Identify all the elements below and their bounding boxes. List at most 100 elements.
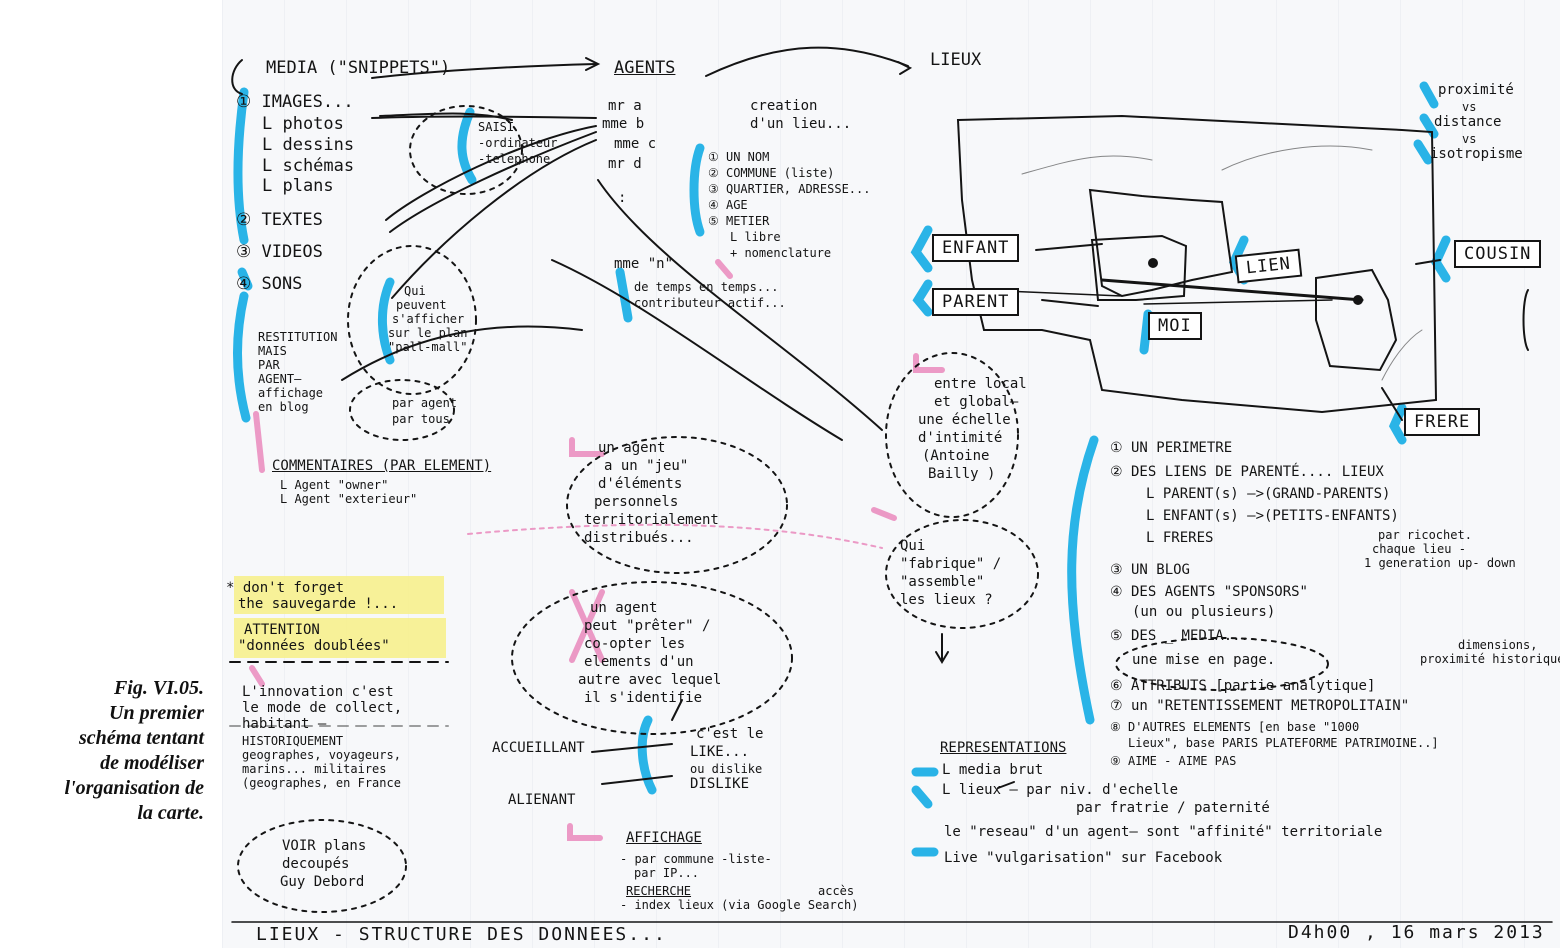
agent-field: ② COMMUNE (liste) [708,166,835,180]
jeu-text: distribués... [584,530,694,546]
representation-item: L media brut [942,762,1044,778]
media-item: L photos [262,114,344,134]
coopter-text: peut "prêter" / [584,618,711,634]
agent-field: L libre [730,230,781,244]
agent-field: + nomenclature [730,246,832,260]
coopter-text: un agent [590,600,658,616]
qui-fabrique-text: "fabrique" / [900,556,1002,572]
ricochet-text: chaque lieu - [1372,542,1466,556]
qui-peuvent-text: s'afficher [392,312,465,326]
figure-caption: Fig. VI.05. Un premier schéma tentant de… [0,676,204,826]
affichage-item: - index lieux (via Google Search) [620,898,859,912]
caption-line: schéma tentant [78,727,204,749]
lieux-list-item: L FRERES [1146,530,1214,546]
lieux-list-item: L ENFANT(s) —>(PETITS-ENFANTS) [1146,508,1399,524]
qui-fabrique-text: Qui [900,538,926,554]
commentaires-heading: COMMENTAIRES (PAR ELEMENT) [272,458,492,474]
lieux-list-item: ⑥ ATTRIBUTS [partie analytique] [1110,678,1376,694]
agent-field: ① UN NOM [708,150,770,164]
ricochet-text: 1 generation up- down [1364,556,1516,570]
restitution-text: affichage [258,386,324,400]
proximite-text: isotropisme [1430,146,1523,162]
agent-field: ⑤ METIER [708,214,770,228]
entre-local-text: entre local [934,376,1027,392]
dimensions-text: proximité historique [1420,652,1560,666]
media-item: L dessins [262,135,355,155]
sketch-date: D4h00 , 16 mars 2013 [1288,922,1545,943]
entre-local-text: Bailly ) [928,466,996,482]
media-item: ③ VIDEOS [236,242,323,262]
coopter-text: co-opter les [584,636,686,652]
restitution-text: AGENT— [258,372,302,386]
agent-item: mr d [608,156,642,172]
affichage-item: par IP... [634,866,700,880]
like-text: DISLIKE [690,776,750,792]
qui-fabrique-text: les lieux ? [900,592,993,608]
agent-item: mr a [608,98,642,114]
reminder-highlight [234,576,444,614]
restitution-text: PAR [258,358,280,372]
lieux-list-item: ③ UN BLOG [1110,562,1190,578]
jeu-text: d'éléments [598,476,683,492]
caption-line: l'organisation de [64,777,204,799]
lieux-list-item: ② DES LIENS DE PARENTÉ.... LIEUX [1110,464,1384,480]
sketch-title: LIEUX - STRUCTURE DES DONNEES... [256,924,667,945]
lieux-list-item: (un ou plusieurs) [1132,604,1276,620]
accueillant-label: ACCUEILLANT [492,740,585,756]
restitution-text: RESTITUTION [258,330,338,344]
representation-item: L lieux — par niv. d'echelle [942,782,1179,798]
lieux-list-item: ⑤ DES _ MEDIA... [1110,628,1249,644]
lieux-heading: LIEUX [930,50,982,70]
commentaires-item: L Agent "owner" [280,478,389,492]
contributeur-text: de temps en temps... [634,280,779,294]
agents-heading: AGENTS [614,58,676,78]
innovation-text: habitant — [242,716,327,732]
media-heading: MEDIA ("SNIPPETS") [266,58,451,78]
jeu-text: un agent [598,440,666,456]
par-agent-text: par tous [392,412,450,426]
dimensions-text: dimensions, [1458,638,1538,652]
media-item: ① IMAGES... [236,92,354,112]
voir-text: VOIR plans [282,838,367,854]
lieux-list-item: ① UN PERIMETRE [1110,440,1233,456]
representation-item: par fratrie / paternité [1076,800,1270,816]
proximite-text: proximité [1438,82,1514,98]
moi-box: MOI [1148,312,1202,340]
lieux-list-item: une mise en page. [1132,652,1276,668]
reminder-text: * don't forget [226,580,345,596]
attention-highlight [234,618,446,658]
recherche-heading: RECHERCHE [626,884,692,898]
entre-local-text: une échelle [918,412,1011,428]
proximite-text: vs [1462,100,1477,114]
qui-peuvent-text: "pall-mall" [388,340,468,354]
coopter-text: il s'identifie [584,690,703,706]
media-item: ④ SONS [236,274,303,294]
ricochet-text: par ricochet. [1378,528,1472,542]
innovation-text: HISTORIQUEMENT [242,734,344,748]
qui-peuvent-text: peuvent [396,298,447,312]
voir-text: Guy Debord [280,874,365,890]
caption-line: la carte. [137,802,204,824]
cousin-box: COUSIN [1454,240,1542,268]
frere-box: FRERE [1404,408,1481,436]
reminder-text: "données doublées" [238,638,390,654]
reminder-text: ATTENTION [244,622,320,638]
media-item: ② TEXTES [236,210,323,230]
like-text: ou dislike [690,762,763,776]
caption-line: Un premier [109,702,204,724]
restitution-text: MAIS [258,344,287,358]
acces-label: accès [818,884,855,898]
enfant-box: ENFANT [932,234,1020,262]
proximite-text: vs [1462,132,1477,146]
lieux-list-item: ⑨ AIME - AIME PAS [1110,754,1237,768]
entre-local-text: d'intimité [918,430,1003,446]
proximite-text: distance [1434,114,1502,130]
innovation-text: geographes, voyageurs, [242,748,401,762]
creation-text: creation [750,98,818,114]
entre-local-text: et global— [934,394,1019,410]
pink-markers [249,259,945,841]
coopter-text: elements d'un [584,654,694,670]
agent-field: ③ QUARTIER, ADRESSE... [708,182,871,196]
saisi-label: -ordinateur [478,136,558,150]
caption-line: de modéliser [100,752,204,774]
